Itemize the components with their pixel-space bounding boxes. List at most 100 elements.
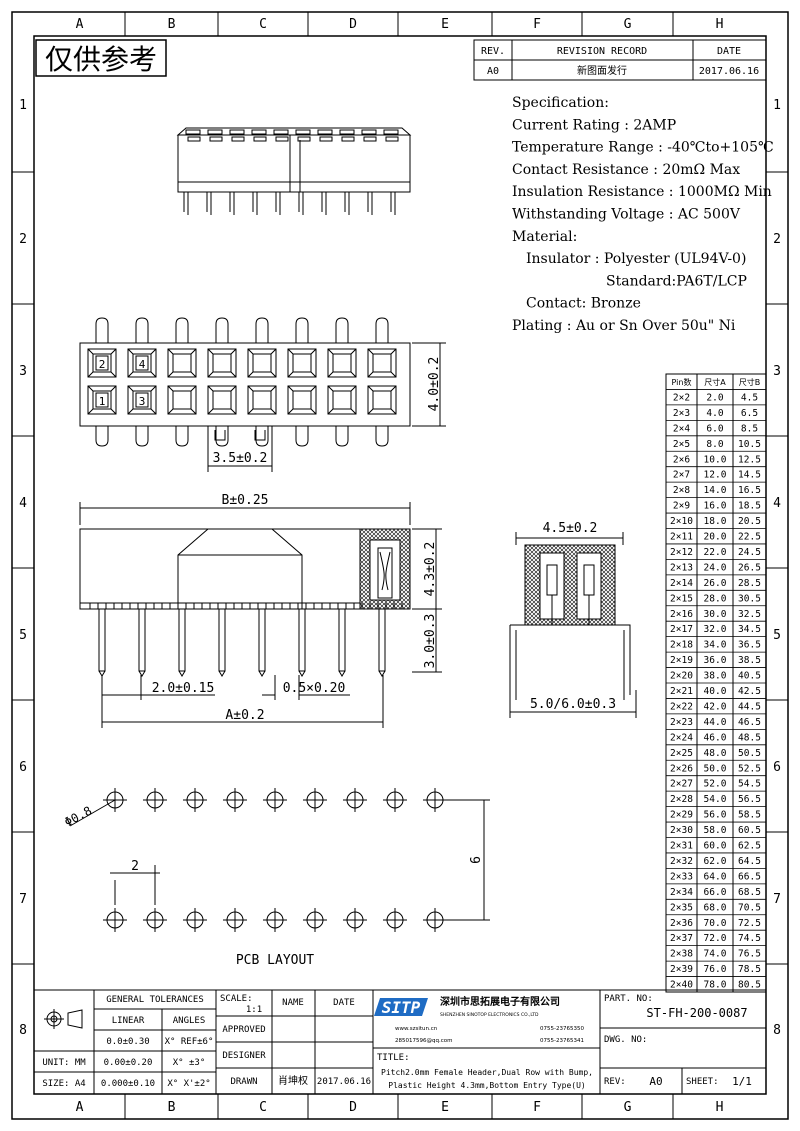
spec-line: Insulation Resistance : 1000MΩ Min xyxy=(512,184,772,200)
reference-stamp: 仅供参考 xyxy=(35,39,167,77)
table-cell: 2×2 xyxy=(673,392,690,403)
title-block: SITP xyxy=(34,989,766,1094)
table-cell: 2×12 xyxy=(670,547,693,558)
table-cell: 2×33 xyxy=(670,871,693,882)
table-cell: 2×13 xyxy=(670,562,693,573)
zone-row-label: 4 xyxy=(19,496,27,511)
table-cell: 2×32 xyxy=(670,856,693,867)
table-cell: 2×8 xyxy=(673,485,690,496)
front-view: B±0.25 4.3±0.2 3.0±0.3 2.0±0.15 0.5×0.20… xyxy=(79,493,442,728)
company-logo: SITP xyxy=(382,998,421,1017)
spec-line: Temperature Range : -40℃to+105℃ xyxy=(512,140,774,156)
table-cell: 2×29 xyxy=(670,810,693,821)
table-cell: 2×28 xyxy=(670,794,693,805)
company-tel2: 0755-23765341 xyxy=(540,1038,584,1044)
zone-col-label: F xyxy=(533,1100,541,1115)
tol-3: 0.000±0.10 xyxy=(101,1079,155,1089)
dim-a-width: A±0.2 xyxy=(225,708,264,723)
pin-number: 1 xyxy=(99,395,106,408)
table-cell: 4.0 xyxy=(706,408,723,419)
table-cell: 14.5 xyxy=(738,470,761,481)
table-cell: 2×22 xyxy=(670,701,693,712)
isometric-view xyxy=(176,127,412,215)
table-cell: 78.0 xyxy=(704,980,727,991)
spec-line: Current Rating : 2AMP xyxy=(512,117,676,133)
table-cell: 2×23 xyxy=(670,717,693,728)
table-cell: 66.0 xyxy=(704,887,727,898)
table-cell: 36.5 xyxy=(738,640,761,651)
zone-row-label: 1 xyxy=(19,98,27,113)
table-cell: 74.5 xyxy=(738,933,761,944)
table-cell: 2×18 xyxy=(670,640,693,651)
zone-row-label: 6 xyxy=(19,760,27,775)
table-cell: 2.0 xyxy=(706,392,723,403)
zone-col-label: G xyxy=(624,1100,632,1115)
table-cell: 2×39 xyxy=(670,964,693,975)
zone-col-label: D xyxy=(349,17,357,32)
table-cell: 56.5 xyxy=(738,794,761,805)
title-block-text: GENERAL TOLERANCES LINEAR ANGLES 0.0±0.3… xyxy=(42,994,752,1090)
table-header: 尺寸B xyxy=(739,377,761,387)
zone-col-label: B xyxy=(168,17,176,32)
sheet-value: 1/1 xyxy=(732,1075,752,1088)
table-cell: 76.5 xyxy=(738,949,761,960)
table-cell: 54.0 xyxy=(704,794,727,805)
spec-line: Insulator : Polyester (UL94V-0) xyxy=(526,251,746,267)
zone-row-label: 2 xyxy=(19,232,27,247)
table-cell: 28.5 xyxy=(738,578,761,589)
table-cell: 66.5 xyxy=(738,871,761,882)
table-cell: 2×14 xyxy=(670,578,693,589)
table-cell: 2×15 xyxy=(670,593,693,604)
gen-tol: GENERAL TOLERANCES xyxy=(106,995,204,1005)
specification-block: Specification: Current Rating : 2AMP Tempe… xyxy=(512,95,774,334)
drawn-label: DRAWN xyxy=(230,1077,257,1087)
table-cell: 70.5 xyxy=(738,902,761,913)
table-cell: 42.0 xyxy=(704,701,727,712)
zone-row-label: 5 xyxy=(19,628,27,643)
table-cell: 38.0 xyxy=(704,671,727,682)
table-header: 尺寸A xyxy=(704,377,726,387)
table-cell: 20.5 xyxy=(738,516,761,527)
side-view: 4.5±0.2 5.0/6.0±0.3 xyxy=(509,521,637,718)
table-cell: 36.0 xyxy=(704,655,727,666)
drawn-date: 2017.06.16 xyxy=(317,1077,371,1087)
rev-header: REV. xyxy=(481,46,505,57)
spec-line: Specification: xyxy=(512,95,609,111)
name-label: NAME xyxy=(282,998,304,1008)
table-cell: 50.5 xyxy=(738,748,761,759)
pcb-title: PCB LAYOUT xyxy=(236,953,314,968)
table-cell: 70.0 xyxy=(704,918,727,929)
zone-row-label: 8 xyxy=(19,1023,27,1038)
table-cell: 2×38 xyxy=(670,949,693,960)
table-cell: 2×35 xyxy=(670,902,693,913)
table-cell: 54.5 xyxy=(738,779,761,790)
table-cell: 68.5 xyxy=(738,887,761,898)
table-header: Pin数 xyxy=(672,377,692,387)
ang-2: X° ±3° xyxy=(173,1058,206,1068)
table-cell: 72.0 xyxy=(704,933,727,944)
table-cell: 52.5 xyxy=(738,763,761,774)
table-cell: 46.0 xyxy=(704,732,727,743)
table-cell: 2×9 xyxy=(673,501,690,512)
table-cell: 30.5 xyxy=(738,593,761,604)
table-cell: 26.0 xyxy=(704,578,727,589)
zone-row-label: 3 xyxy=(773,364,781,379)
table-cell: 2×5 xyxy=(673,439,690,450)
table-cell: 60.0 xyxy=(704,841,727,852)
ang-1: X° REF±6° xyxy=(165,1037,214,1047)
ang-3: X° X'±2° xyxy=(167,1079,210,1089)
title-line-1: Pitch2.0mm Female Header,Dual Row with B… xyxy=(381,1068,593,1077)
table-cell: 62.5 xyxy=(738,841,761,852)
table-cell: 12.5 xyxy=(738,454,761,465)
table-cell: 58.5 xyxy=(738,810,761,821)
zone-col-label: C xyxy=(259,17,267,32)
designer-label: DESIGNER xyxy=(222,1051,266,1061)
table-cell: 16.0 xyxy=(704,501,727,512)
zone-col-label: G xyxy=(624,17,632,32)
dim-pitch: 2.0±0.15 xyxy=(152,681,215,696)
dim-top-pitch: 3.5±0.2 xyxy=(213,451,268,466)
